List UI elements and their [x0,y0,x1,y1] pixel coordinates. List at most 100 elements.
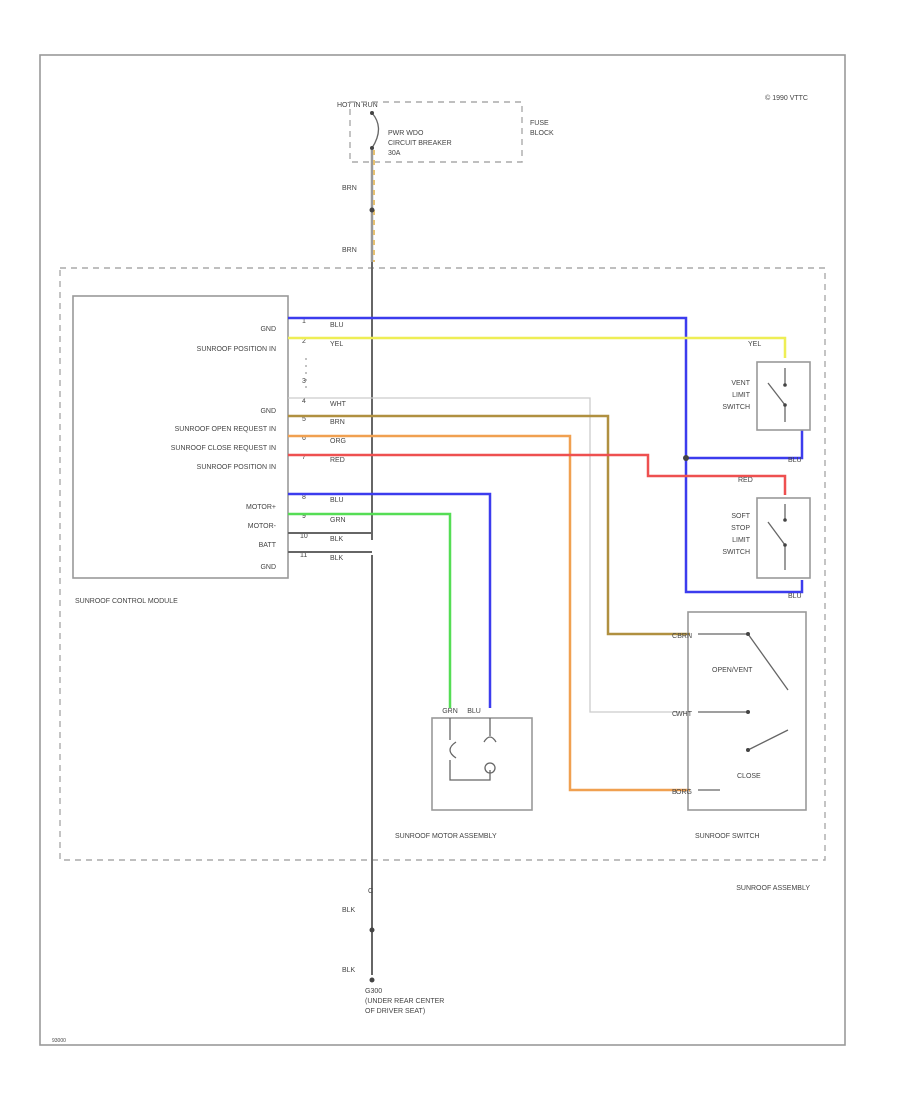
wire-grn-pin9 [288,512,452,708]
sunroof-control-module-label: SUNROOF CONTROL MODULE [75,598,178,605]
motor-symbol [484,762,496,774]
brn-lower-label: BRN [342,247,357,254]
sw-pin-brn: C [672,633,677,640]
close-label: CLOSE [737,773,761,780]
wire-red-pin7 [288,453,787,495]
diagram-frame [39,54,846,1046]
wire-org-pin6 [288,434,690,792]
vent-switch-blade [767,382,786,406]
module-input-position-1: SUNROOF POSITION IN [197,346,276,353]
pin-6: 6 [302,435,306,442]
fuse-block-line-2: BLOCK [530,130,554,137]
module-input-motor-plus: MOTOR+ [246,504,276,511]
module-input-close-request: SUNROOF CLOSE REQUEST IN [171,445,276,452]
motor-connector-symbol [483,718,497,743]
blu-pin8-label: BLU [330,497,344,504]
module-input-motor-minus: MOTOR- [248,523,277,530]
hot-in-run-label: HOT IN RUN [337,102,378,109]
motor-internal-wiring [449,718,491,781]
copyright-label: © 1990 VTTC [765,94,808,102]
brn-upper-label: BRN [342,185,357,192]
sunroof-control-module-box [72,295,289,579]
breaker-line-3: 30A [388,150,401,157]
sunroof-motor-assembly-box [431,717,533,811]
wire-blu-pin1 [288,316,804,594]
wire-blu-pin8 [288,492,492,708]
fuse-block-outline [349,101,523,163]
pin-3: 3 [302,378,306,385]
soft-switch-line-2: STOP [731,525,750,532]
wht-pin4-label: WHT [330,401,347,408]
close-contact [747,729,789,751]
yel-pin2-label: YEL [330,341,343,348]
red-right-label: RED [738,477,753,484]
sunroof-switch-box [687,611,807,811]
splice-dot [369,207,375,213]
module-input-position-2: SUNROOF POSITION IN [197,464,276,471]
module-input-batt: BATT [259,542,277,549]
sunroof-switch-label: SUNROOF SWITCH [695,833,760,840]
module-input-open-request: SUNROOF OPEN REQUEST IN [175,426,276,433]
blu-pin1-label: BLU [330,322,344,329]
ground-line-2: OF DRIVER SEAT) [365,1008,425,1015]
blk-pin10-label: BLK [330,536,344,543]
wire-wht-pin4 [288,397,690,713]
ground-line-1: (UNDER REAR CENTER [365,998,444,1005]
open-vent-contact [698,633,789,691]
figure-id: 93000 [52,1038,66,1044]
pin-2: 2 [302,338,306,345]
wire-brn-pin5 [288,414,690,636]
pin-11: 11 [300,552,307,559]
vent-switch-line-3: SWITCH [722,404,750,411]
yel-right-label: YEL [748,341,761,348]
soft-switch-line-1: SOFT [731,513,750,520]
wire-yel-pin2 [288,336,787,358]
splice-dot-blu [683,455,689,461]
sw-pin-wht: C [672,711,677,718]
vent-switch-line-2: LIMIT [732,392,751,399]
ground-pin-label: C [368,888,373,895]
red-pin7-label: RED [330,457,345,464]
brn-pin5-label: BRN [330,419,345,426]
module-input-gnd-2: GND [260,408,276,415]
module-input-gnd-1: GND [260,326,276,333]
motor-grn-label: GRN [442,708,458,715]
motor-blu-label: BLU [467,708,481,715]
circuit-breaker-symbol [371,112,380,149]
breaker-line-2: CIRCUIT BREAKER [388,140,452,147]
pin-10: 10 [300,533,308,540]
soft-stop-limit-switch-box [756,497,811,579]
grn-pin9-label: GRN [330,517,346,524]
blk-pin11-label: BLK [330,555,344,562]
org-pin6-label: ORG [330,438,346,445]
brn-sw-label: BRN [677,633,692,640]
module-input-gnd-3: GND [260,564,276,571]
sunroof-assembly-label: SUNROOF ASSEMBLY [736,885,810,892]
open-vent-label: OPEN/VENT [712,667,753,674]
pin-7: 7 [302,454,306,461]
vent-switch-line-1: VENT [731,380,750,387]
fuse-block-line-1: FUSE [530,120,549,127]
sunroof-motor-assembly-label: SUNROOF MOTOR ASSEMBLY [395,833,497,840]
vent-limit-switch-box [756,361,811,431]
soft-switch-blade [767,521,786,546]
wht-sw-label: WHT [676,711,693,718]
pin-4: 4 [302,398,306,405]
org-sw-label: ORG [676,789,692,796]
ground-point [369,977,375,983]
pin-1: 1 [302,318,306,325]
sunroof-assembly-outline [59,267,826,861]
wire-blu-vent-switch [686,430,804,460]
blu-vent-label: BLU [788,457,802,464]
ground-id: G300 [365,988,382,995]
pin-8: 8 [302,494,306,501]
soft-switch-line-4: SWITCH [722,549,750,556]
sw-pin-org: B [672,789,677,796]
soft-switch-line-3: LIMIT [732,537,751,544]
pin-5: 5 [302,416,306,423]
blk-gnd-upper-label: BLK [342,907,356,914]
blu-soft-label: BLU [788,593,802,600]
motor-breaker-symbol [449,741,457,759]
blk-gnd-lower-label: BLK [342,967,356,974]
